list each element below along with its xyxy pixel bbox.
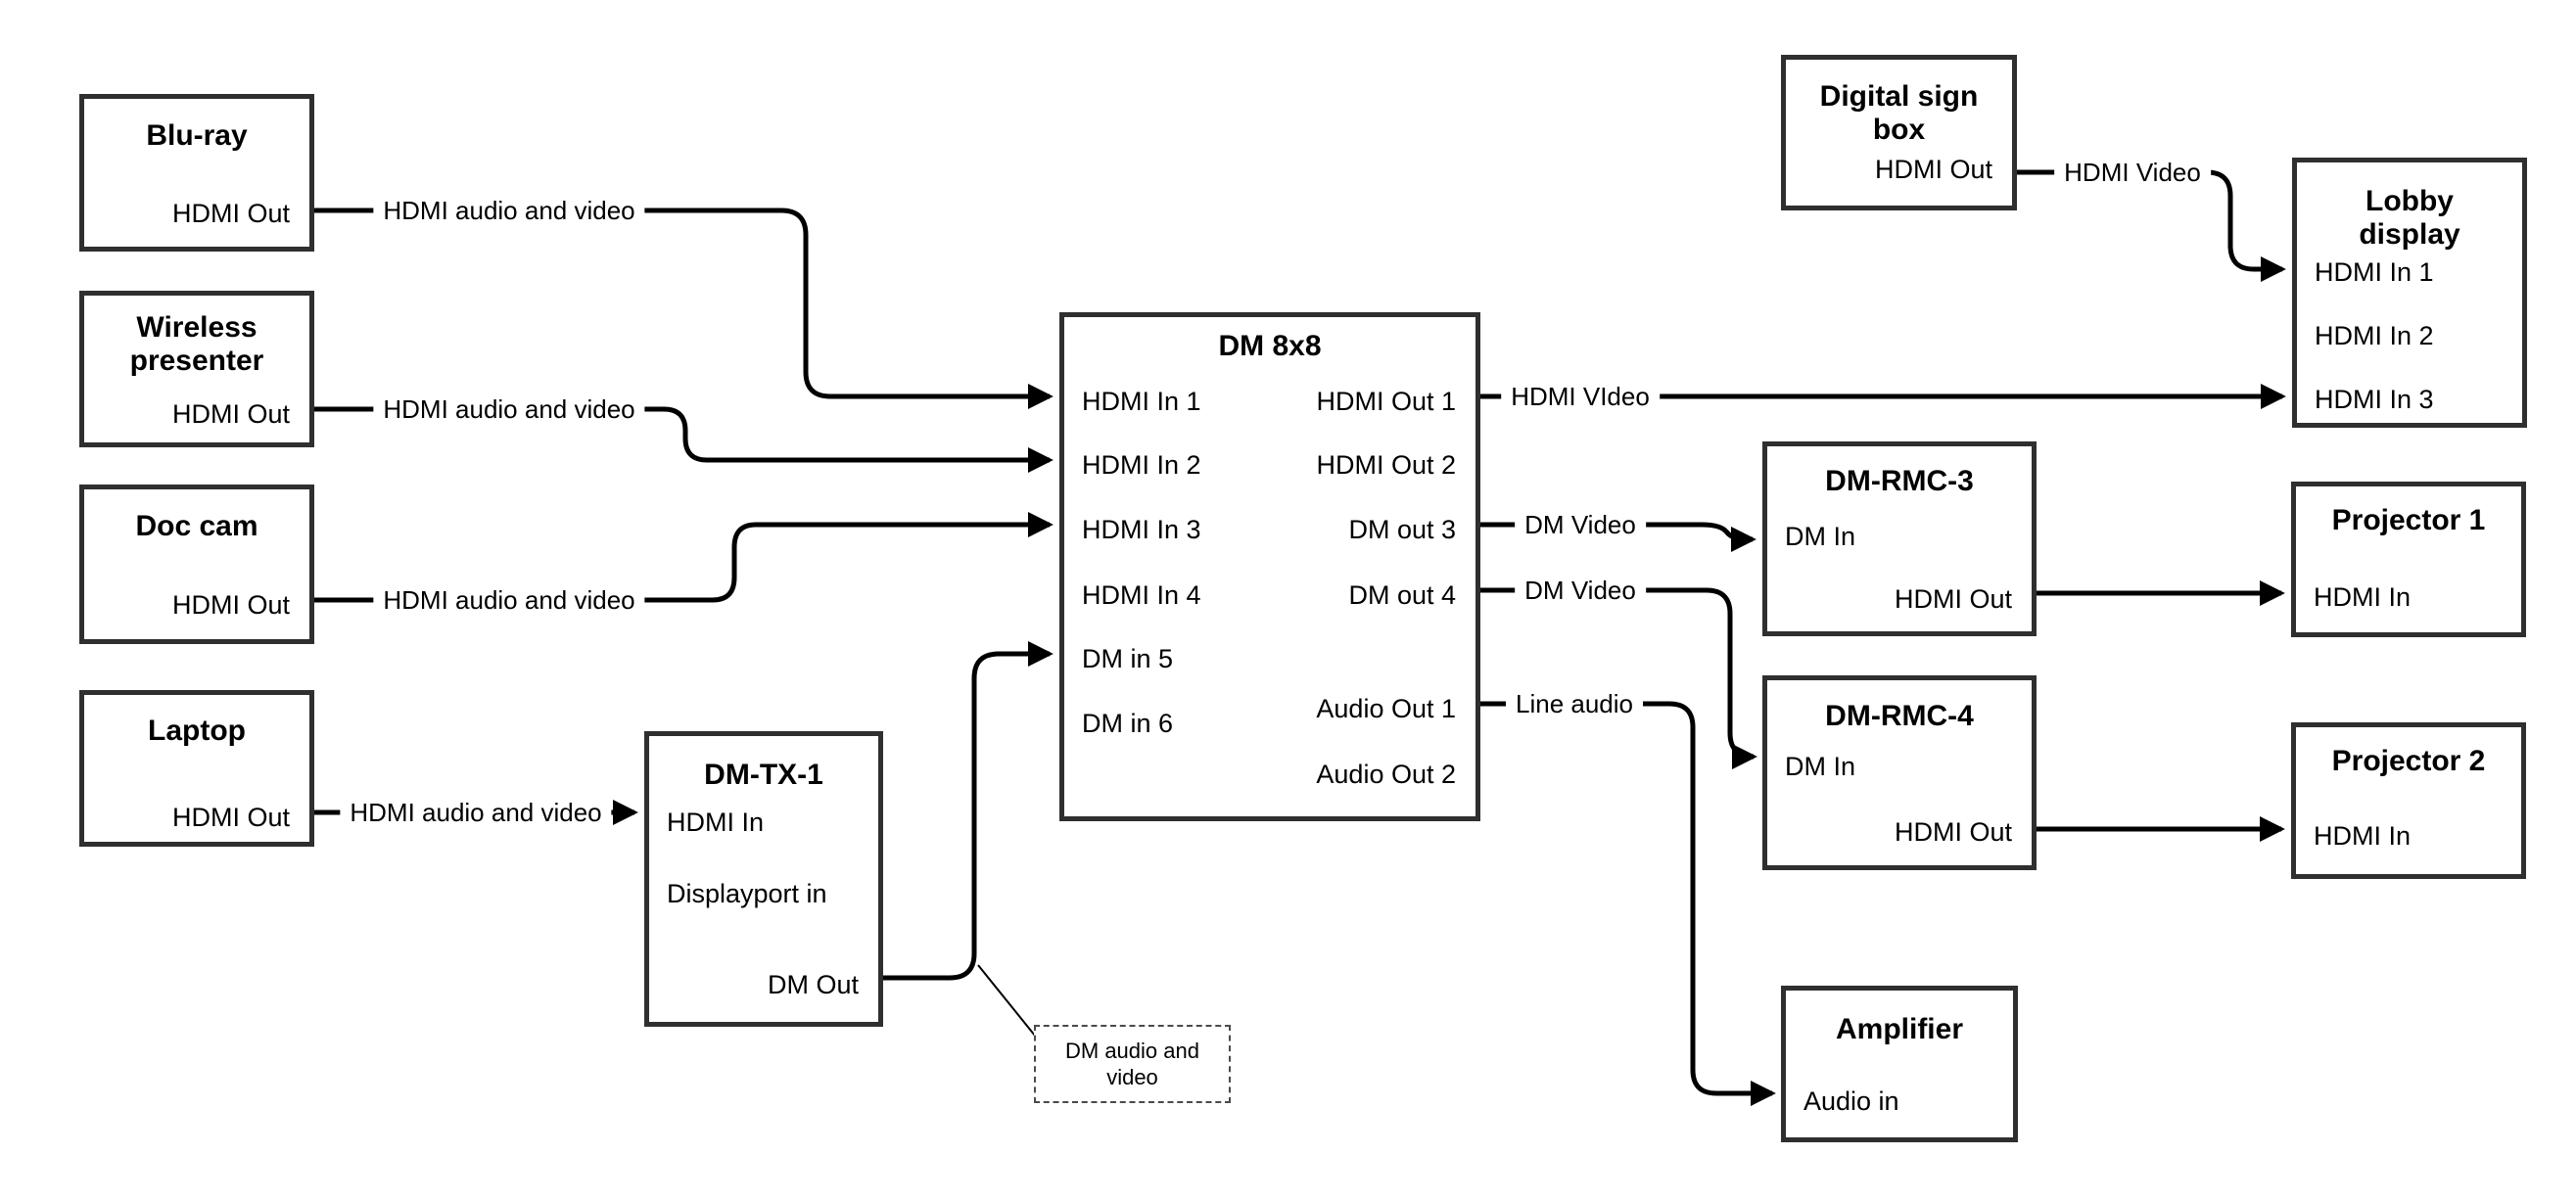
port-dm8x8-hdmi-out-2: HDMI Out 2 (1316, 450, 1456, 480)
device-dm-8x8: DM 8x8 HDMI In 1 HDMI In 2 HDMI In 3 HDM… (1059, 312, 1480, 821)
port-dm8x8-dm-in-5: DM in 5 (1082, 644, 1174, 673)
device-title: Projector 1 (2331, 504, 2486, 536)
device-title: Doc cam (135, 510, 258, 542)
port-projector2-hdmi-in: HDMI In (2314, 821, 2412, 851)
port-dmtx1-dm-out: DM Out (767, 970, 859, 999)
device-title: DM-RMC-3 (1825, 465, 1974, 497)
device-title: Wireless presenter (129, 311, 264, 377)
port-dm8x8-hdmi-in-1: HDMI In 1 (1082, 387, 1201, 416)
wire-dm8x8-out3-to-rmc3-dmin (1480, 522, 1756, 552)
label-wireless-hdmi-av: HDMI audio and video (373, 395, 645, 423)
label-line-audio: Line audio (1506, 690, 1643, 717)
port-dm8x8-dm-in-6: DM in 6 (1082, 709, 1174, 738)
label-laptop-hdmi-av: HDMI audio and video (340, 799, 612, 826)
device-bluray: Blu-ray HDMI Out (79, 94, 314, 252)
device-title: Digital sign box (1819, 80, 1979, 146)
label-hdmi-video-sign: HDMI Video (2054, 159, 2211, 186)
device-title: Projector 2 (2331, 745, 2486, 777)
wire-doccam-to-dm8x8-in3 (314, 512, 1054, 603)
port-wireless-hdmi-out: HDMI Out (171, 399, 290, 429)
device-title: DM 8x8 (1218, 330, 1322, 362)
port-bluray-hdmi-out: HDMI Out (171, 199, 290, 228)
port-lobby-hdmi-in-3: HDMI In 3 (2315, 385, 2434, 414)
port-dm8x8-dm-out-3: DM out 3 (1348, 515, 1456, 544)
annotation-text: DM audio and video (1065, 1039, 1199, 1089)
port-amplifier-audio-in: Audio in (1803, 1086, 1899, 1116)
device-dm-rmc-4: DM-RMC-4 DM In HDMI Out (1762, 675, 2037, 870)
annotation-dm-audio-video: DM audio and video (1034, 1025, 1231, 1103)
device-dm-rmc-3: DM-RMC-3 DM In HDMI Out (1762, 441, 2037, 636)
port-dm8x8-dm-out-4: DM out 4 (1348, 580, 1456, 610)
port-rmc4-hdmi-out: HDMI Out (1894, 817, 2012, 847)
port-dmtx1-hdmi-in: HDMI In (667, 808, 765, 837)
device-title: DM-RMC-4 (1825, 700, 1974, 732)
wire-dm8x8-audio1-to-amplifier (1480, 701, 1776, 1106)
port-projector1-hdmi-in: HDMI In (2314, 582, 2412, 612)
device-lobby-display: Lobby display HDMI In 1 HDMI In 2 HDMI I… (2292, 158, 2527, 428)
port-rmc3-dm-in: DM In (1785, 522, 1856, 551)
port-dm8x8-hdmi-out-1: HDMI Out 1 (1316, 387, 1456, 416)
device-amplifier: Amplifier Audio in (1781, 986, 2018, 1142)
port-dm8x8-hdmi-in-3: HDMI In 3 (1082, 515, 1201, 544)
device-dm-tx-1: DM-TX-1 HDMI In Displayport in DM Out (644, 731, 883, 1027)
port-dm8x8-audio-out-2: Audio Out 2 (1316, 760, 1456, 789)
device-title: DM-TX-1 (704, 759, 823, 791)
device-title: Blu-ray (146, 119, 248, 152)
device-projector-2: Projector 2 HDMI In (2291, 722, 2526, 879)
port-dm8x8-audio-out-1: Audio Out 1 (1316, 694, 1456, 723)
wire-dm8x8-out4-to-rmc4-dmin (1480, 587, 1757, 769)
device-laptop: Laptop HDMI Out (79, 690, 314, 847)
device-title: Amplifier (1835, 1013, 1964, 1045)
port-dm8x8-hdmi-in-2: HDMI In 2 (1082, 450, 1201, 480)
device-digital-sign-box: Digital sign box HDMI Out (1781, 55, 2017, 210)
device-projector-1: Projector 1 HDMI In (2291, 482, 2526, 637)
annotation-leader-line (977, 964, 1036, 1037)
device-doc-cam: Doc cam HDMI Out (79, 485, 314, 644)
port-rmc3-hdmi-out: HDMI Out (1894, 584, 2012, 614)
port-rmc4-dm-in: DM In (1785, 752, 1856, 781)
label-hdmi-video-out1: HDMI VIdeo (1501, 383, 1660, 410)
wire-dmtx1-dmout-to-dm8x8-in5 (883, 641, 1054, 981)
port-dm8x8-hdmi-in-4: HDMI In 4 (1082, 580, 1201, 610)
device-title: Laptop (148, 715, 246, 747)
port-lobby-hdmi-in-2: HDMI In 2 (2315, 321, 2434, 350)
wire-sign-to-lobby-in1 (2017, 169, 2286, 282)
port-lobby-hdmi-in-1: HDMI In 1 (2315, 257, 2434, 287)
label-dm-video-out4: DM Video (1515, 577, 1646, 604)
device-wireless-presenter: Wireless presenter HDMI Out (79, 291, 314, 447)
label-bluray-hdmi-av: HDMI audio and video (373, 197, 645, 224)
port-sign-hdmi-out: HDMI Out (1874, 155, 1992, 184)
device-title: Lobby display (2359, 185, 2460, 251)
port-doccam-hdmi-out: HDMI Out (171, 590, 290, 620)
port-dmtx1-displayport-in: Displayport in (667, 879, 827, 908)
wire-wireless-to-dm8x8-in2 (314, 406, 1054, 473)
label-doccam-hdmi-av: HDMI audio and video (373, 586, 645, 614)
wire-bluray-to-dm8x8-in1 (314, 208, 1054, 409)
port-laptop-hdmi-out: HDMI Out (171, 803, 290, 832)
label-dm-video-out3: DM Video (1515, 511, 1646, 538)
